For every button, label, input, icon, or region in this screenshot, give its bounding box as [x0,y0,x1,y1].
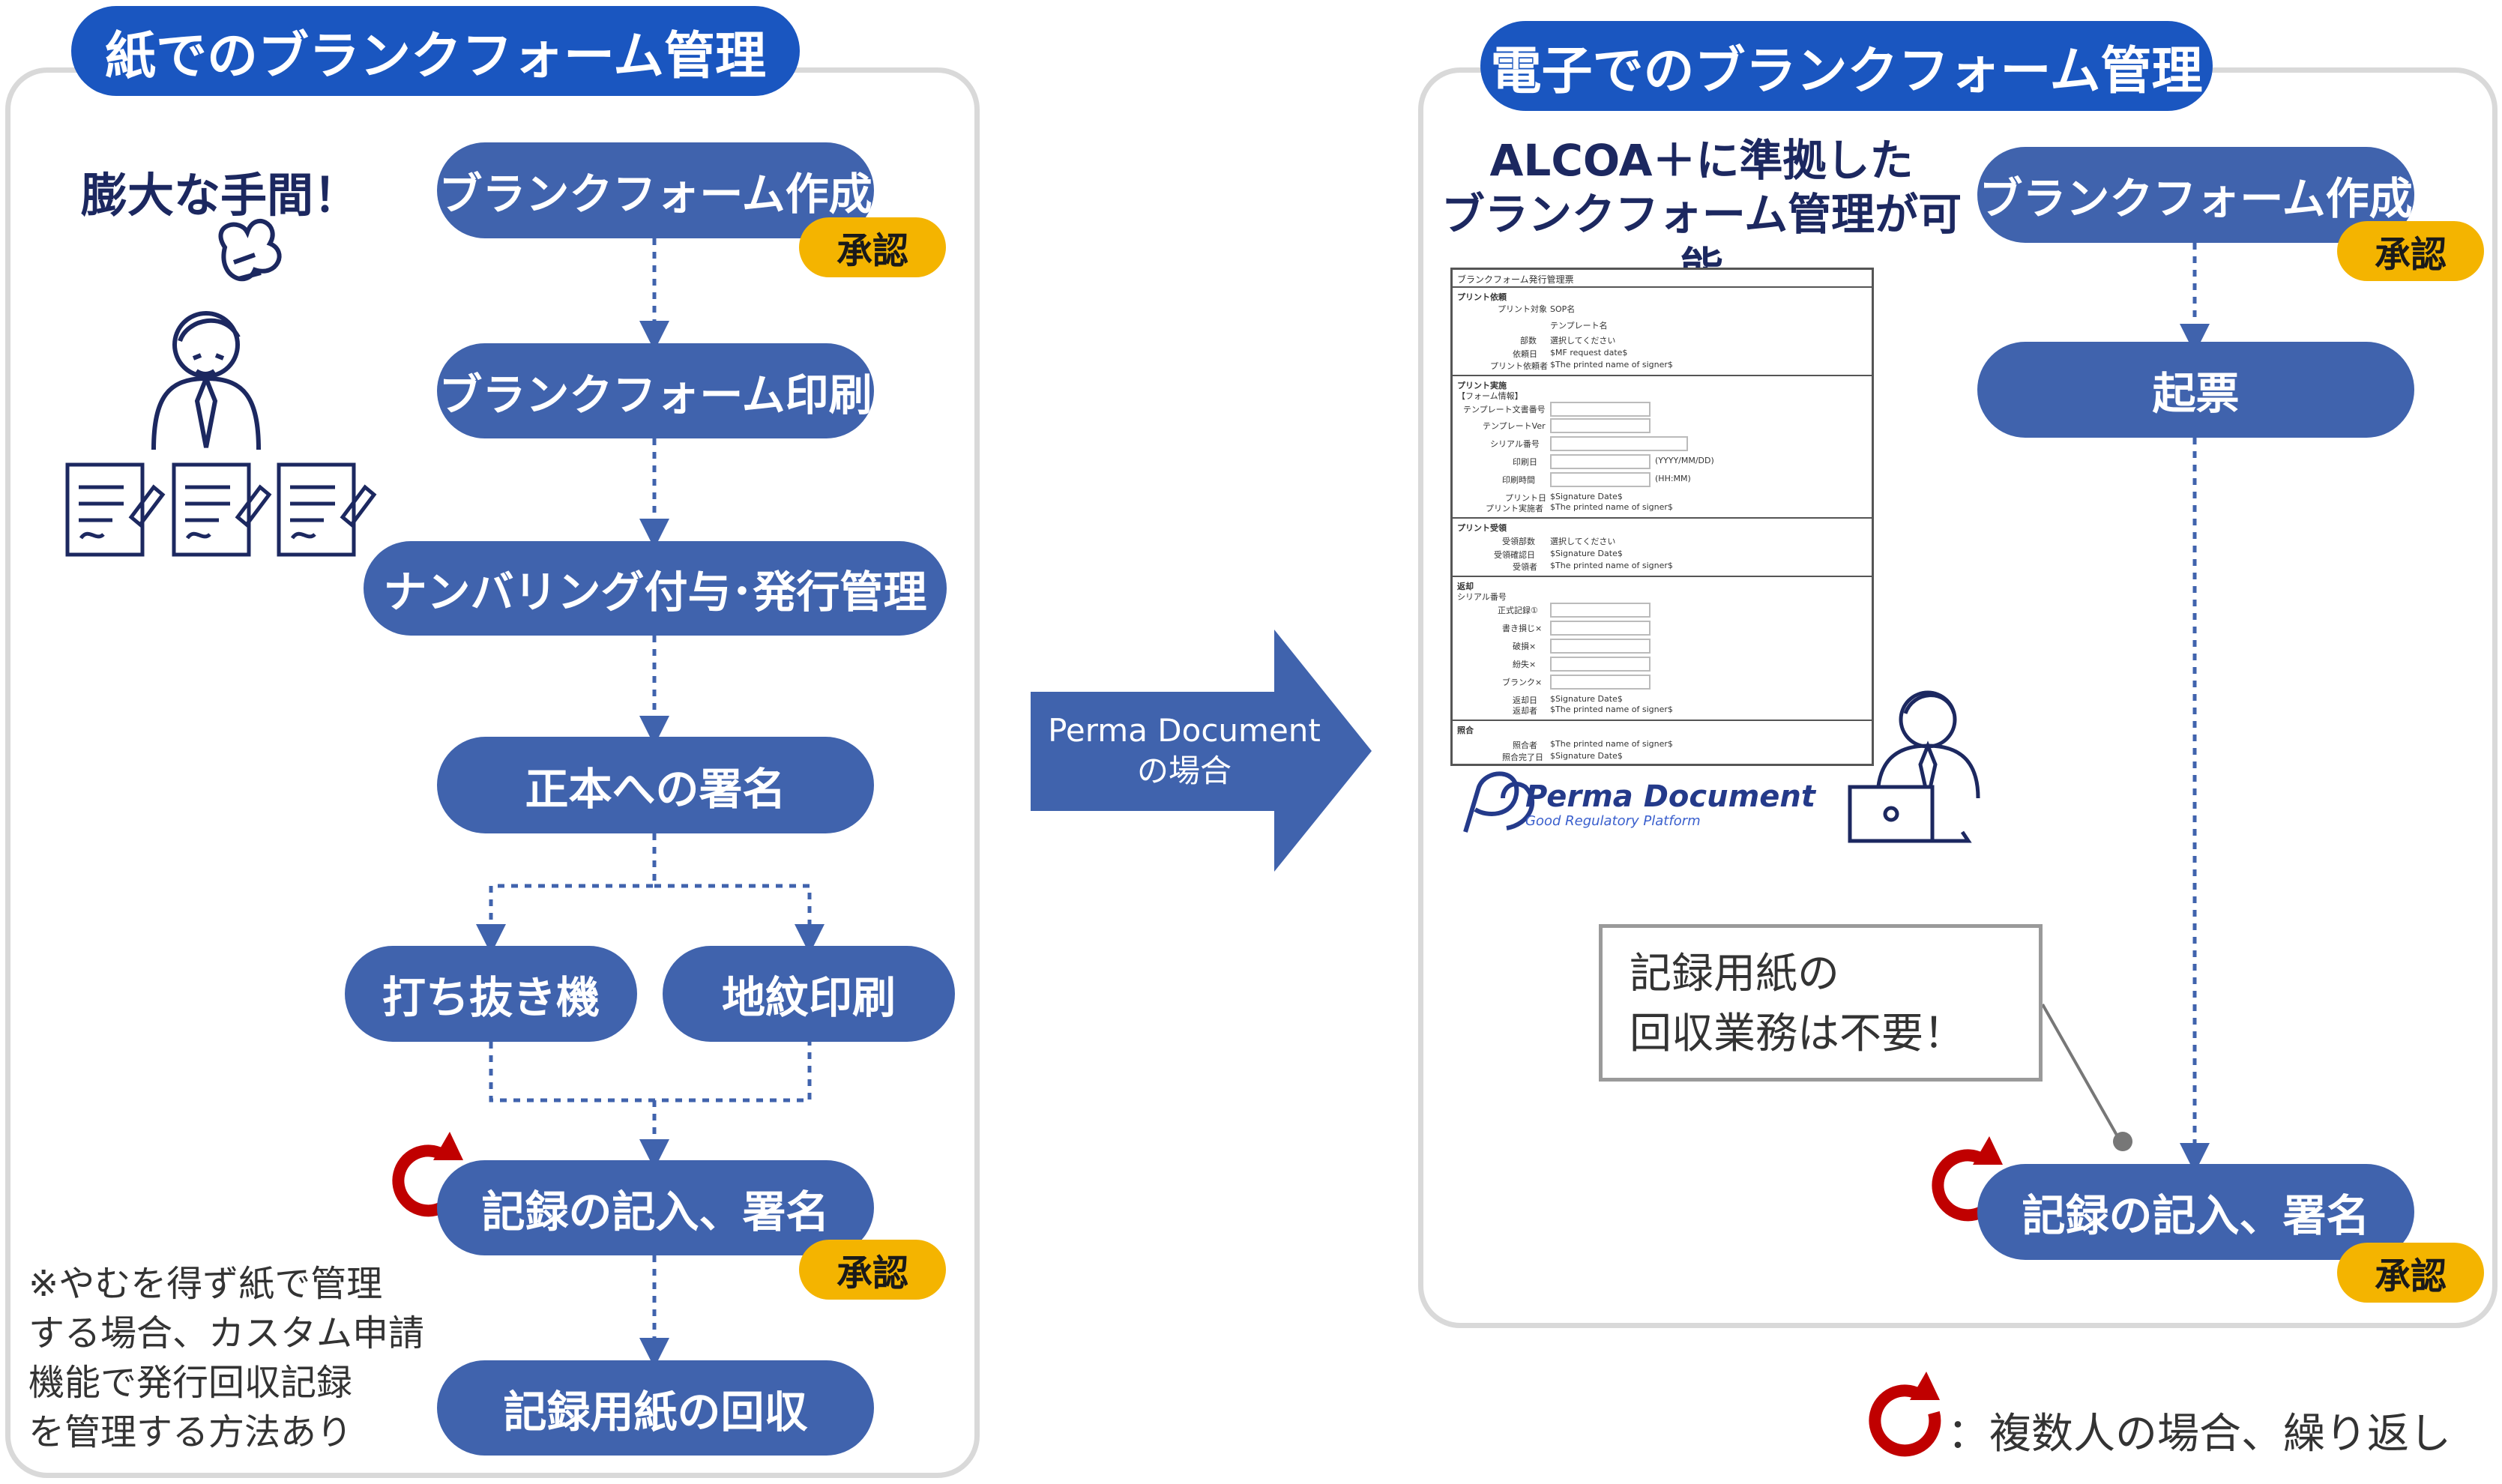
document-pen-icon [65,462,377,557]
stressed-person-icon [151,218,282,450]
step-create: ブランクフォーム作成 [437,142,874,238]
left-title: 紙でのブランクフォーム管理 [71,6,800,96]
center-arrow [1031,630,1372,872]
step-collect: 記録用紙の回収 [437,1360,874,1456]
step-record-entry: 記録の記入、署名 [1977,1164,2414,1260]
step-punch: 打ち抜き機 [345,946,637,1042]
no-collection-callout: 記録用紙の 回収業務は不要！ [1599,924,2043,1082]
step-sign-original: 正本への署名 [437,737,874,833]
repeat-legend: ：複数人の場合、繰り返し [1947,1410,2451,1459]
approval-badge: 承認 [799,217,946,277]
approval-badge: 承認 [2337,1243,2484,1303]
step-record-entry: 記録の記入、署名 [437,1160,874,1255]
left-heading: 膨大な手間！ [81,168,361,223]
step-print: ブランクフォーム印刷 [437,343,874,438]
approval-badge: 承認 [799,1240,946,1300]
step-numbering: ナンバリング付与･発行管理 [364,541,947,636]
perma-logo-icon [1463,771,1535,833]
step-pattern-print: 地紋印刷 [663,946,955,1042]
right-heading: ALCOA＋に準拠した ブランクフォーム管理が可能 [1441,135,1962,294]
perma-logo-tagline: Good Regulatory Platform [1525,813,1701,829]
connector-sign-punch [476,833,657,954]
perma-logo-text: Perma Document [1525,779,1815,814]
step-create: ブランクフォーム作成 [1977,147,2414,243]
person-laptop-icon [1848,690,1980,843]
step-issue: 起票 [1977,342,2414,438]
arrow-label: Perma Document の場合 [1048,712,1321,789]
blank-form-screenshot: ブランクフォーム発行管理票 プリント依頼 プリント対象 SOP名 テンプレート名… [1450,268,1874,766]
connector-merge [489,1042,812,1103]
paper-note: ※やむを得ず紙で管理 する場合、カスタム申請 機能で発行回収記録 を管理する方法… [28,1263,425,1453]
approval-badge: 承認 [2337,221,2484,281]
right-title: 電子でのブランクフォーム管理 [1480,21,2213,111]
